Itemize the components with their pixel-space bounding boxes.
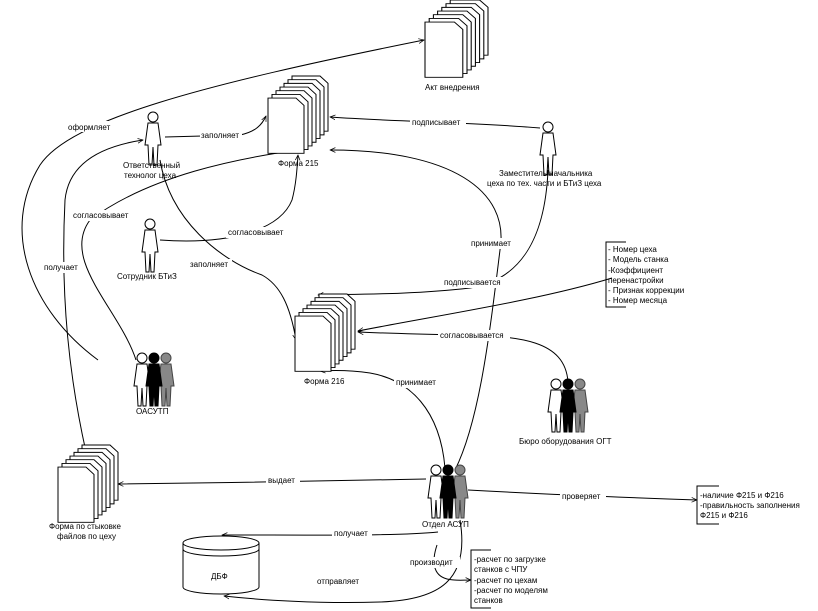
akt-doc: Акт внедрения xyxy=(424,0,489,92)
label-soglasovyvaet-1: согласовывает xyxy=(73,211,129,220)
label-zapolnyaet-216: заполняет xyxy=(190,260,228,269)
label-prinimaet-1: принимает xyxy=(471,239,511,248)
checks-note: -наличие Ф215 и Ф216 -правильность запол… xyxy=(696,485,800,525)
otv-tech-label-2: технолог цеха xyxy=(124,171,177,180)
forma216-fields-note: - Номер цеха - Модель станка -Коэффициен… xyxy=(605,241,684,308)
oasutp-group: ОАСУТП xyxy=(133,352,175,416)
note-line: - Признак коррекции xyxy=(608,286,684,295)
note-line: станков xyxy=(474,596,503,605)
label-podpisyvaetsya: подписывается xyxy=(444,278,501,287)
note-line: -расчет по загрузке xyxy=(474,555,546,564)
zam-nach-actor: Заместитель начальника цеха по тех. част… xyxy=(487,121,602,188)
note-line: -правильность заполнения xyxy=(700,501,800,510)
group-icon xyxy=(547,378,589,433)
sotr-btiz-label: Сотрудник БТиЗ xyxy=(117,272,177,281)
note-line: перенастройки xyxy=(608,276,664,285)
edge-labels: оформляет заполняет подписывает согласов… xyxy=(42,116,606,587)
forma215-doc-icon xyxy=(267,75,329,154)
edge-poluchaet-dbf xyxy=(222,531,439,535)
note-line: - Номер цеха xyxy=(608,245,657,254)
person-icon xyxy=(539,121,557,176)
dbf-database: ДБФ xyxy=(182,535,260,595)
note-line: - Модель станка xyxy=(608,255,669,264)
edge-prinimaet-216 xyxy=(320,370,446,469)
label-poluchaet-1: получает xyxy=(44,263,78,272)
buro-ogt-group: Бюро оборудования ОГТ xyxy=(519,378,612,446)
note-line: станков с ЧПУ xyxy=(474,565,528,574)
person-icon xyxy=(141,218,159,273)
calcs-note: -расчет по загрузке станков с ЧПУ -расче… xyxy=(470,549,548,609)
edge-poluchaet-forma xyxy=(63,140,143,453)
forma216-doc: Форма 216 xyxy=(294,293,356,386)
label-otpravlyaet: отправляет xyxy=(317,577,359,586)
edge-forma216-fields xyxy=(358,277,613,331)
label-soglasovyvaetsya: согласовывается xyxy=(440,331,504,340)
edge-prinimaet-215 xyxy=(330,150,502,471)
note-line: -наличие Ф215 и Ф216 xyxy=(700,491,784,500)
group-icon xyxy=(427,464,469,519)
note-line: - Номер месяца xyxy=(608,296,668,305)
note-line: -расчет по моделям xyxy=(474,586,548,595)
forma-stykovka-doc-icon xyxy=(57,444,119,523)
person-icon xyxy=(144,111,162,166)
forma216-label: Форма 216 xyxy=(304,377,345,386)
forma-stykovka-label-1: Форма по стыковке xyxy=(49,522,121,531)
forma-stykovka-doc: Форма по стыковке файлов по цеху xyxy=(49,444,121,541)
edge-zapolnyaet-216 xyxy=(159,159,296,340)
forma215-doc: Форма 215 xyxy=(267,75,329,168)
database-icon xyxy=(182,543,260,595)
group-icon xyxy=(133,352,175,407)
label-soglasovyvaet-2: согласовывает xyxy=(228,228,284,237)
akt-label: Акт внедрения xyxy=(425,83,480,92)
buro-ogt-label: Бюро оборудования ОГТ xyxy=(519,437,612,446)
note-line: -расчет по цехам xyxy=(474,576,537,585)
label-zapolnyaet-215: заполняет xyxy=(201,131,239,140)
edges xyxy=(21,40,697,604)
label-oformlyaet: оформляет xyxy=(68,123,111,132)
zam-nach-label-2: цеха по тех. части и БТиЗ цеха xyxy=(487,179,602,188)
otv-tech-label-1: Ответственный xyxy=(123,161,180,170)
otdel-asup-label: Отдел АСУП xyxy=(422,520,469,529)
otv-tech-actor: Ответственный технолог цеха xyxy=(123,111,180,180)
label-proizvodit: производит xyxy=(410,558,453,567)
forma-stykovka-label-2: файлов по цеху xyxy=(57,532,116,541)
label-poluchaet-2: получает xyxy=(334,529,368,538)
label-vydaet: выдает xyxy=(268,476,295,485)
note-line: -Коэффициент xyxy=(608,266,663,275)
note-line: Ф215 и Ф216 xyxy=(700,511,748,520)
akt-doc-icon xyxy=(424,0,489,78)
edge-soglasovyvaet-btiz xyxy=(159,155,298,242)
edge-podpisyvaetsya xyxy=(318,169,549,295)
forma215-label: Форма 215 xyxy=(278,159,319,168)
edge-oformlyaet xyxy=(21,40,424,361)
otdel-asup-group: Отдел АСУП xyxy=(422,464,469,529)
edge-soglasovyvaet-oasutp xyxy=(81,150,298,361)
label-proveryaet: проверяет xyxy=(562,492,601,501)
label-podpisyvaet: подписывает xyxy=(412,118,461,127)
zam-nach-label-1: Заместитель начальника xyxy=(499,169,593,178)
sotr-btiz-actor: Сотрудник БТиЗ xyxy=(117,218,177,281)
forma216-doc-icon xyxy=(294,293,356,372)
label-prinimaet-2: принимает xyxy=(396,378,436,387)
dbf-label: ДБФ xyxy=(211,572,228,581)
oasutp-label: ОАСУТП xyxy=(136,407,169,416)
